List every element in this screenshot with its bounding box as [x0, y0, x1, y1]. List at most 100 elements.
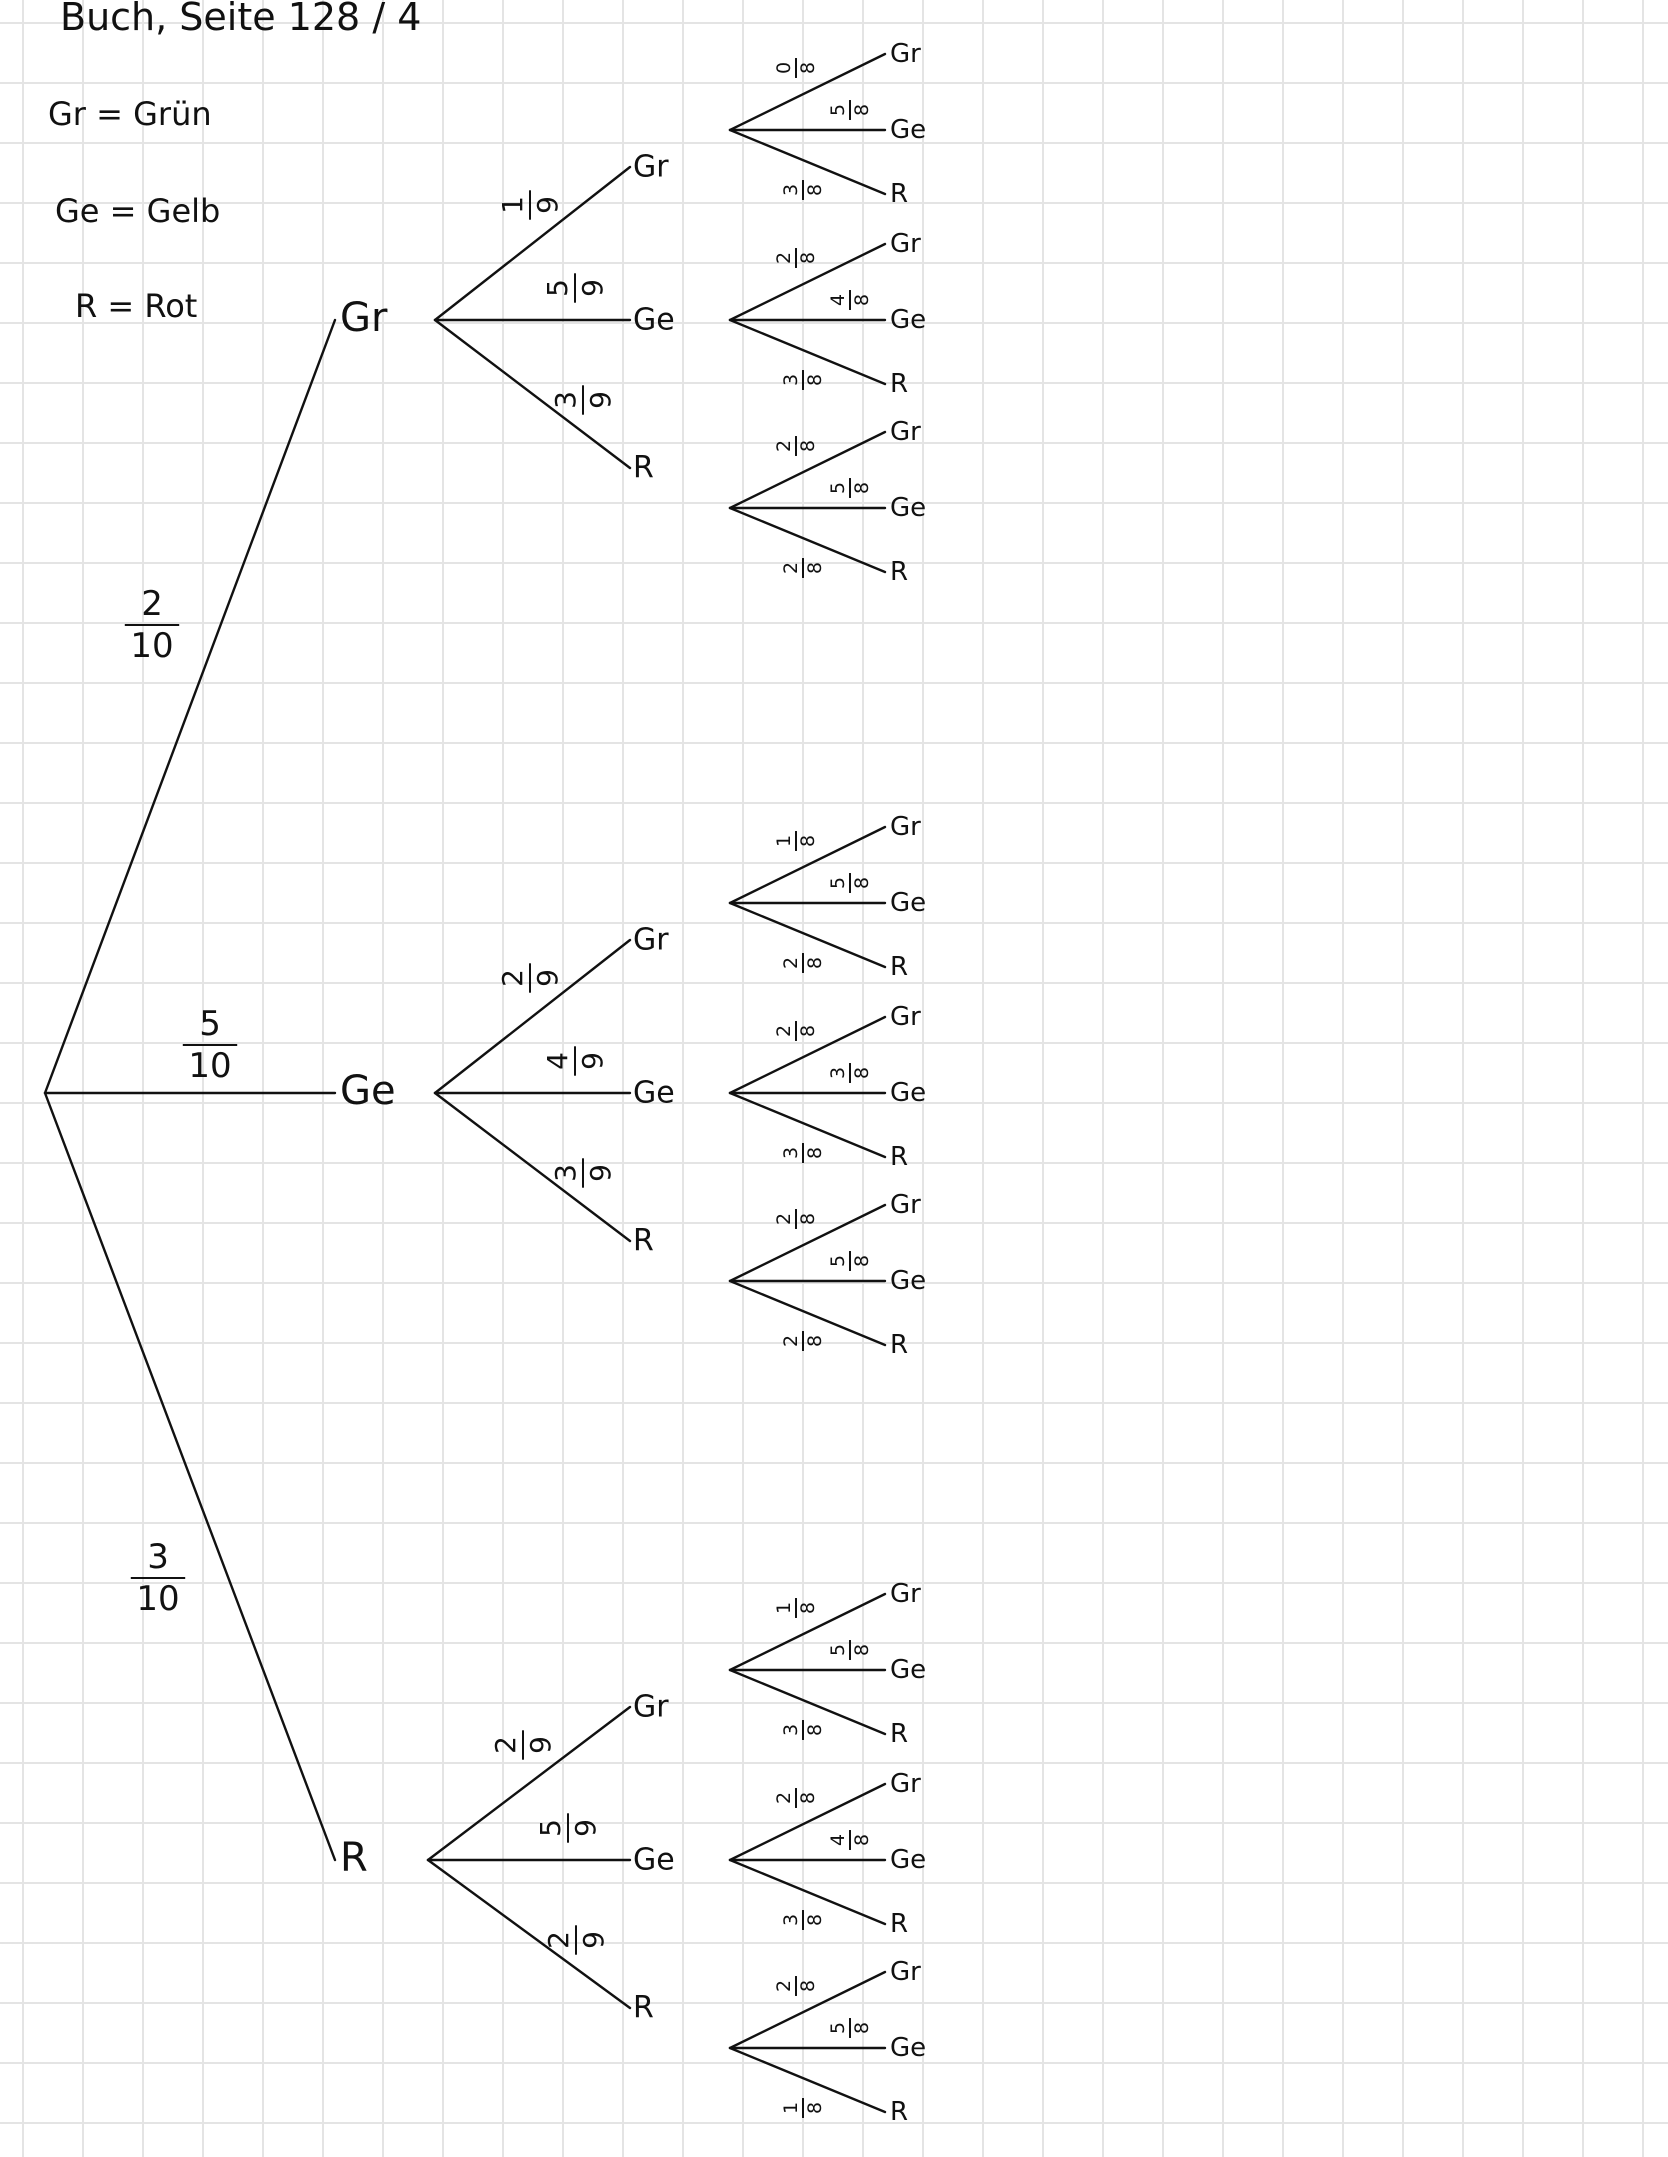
node-level2-r: R [633, 451, 654, 486]
fraction-numerator: 4 [827, 294, 849, 306]
branch-level2-r-r [426, 1858, 632, 2010]
fraction-denominator: 8 [804, 1335, 826, 1347]
fraction-numerator: 1 [773, 1602, 795, 1614]
fraction-numerator: 3 [549, 1164, 582, 1182]
header: Buch, Seite 128 / 4 [60, 0, 421, 39]
node-level3-ge: Ge [890, 888, 926, 918]
fraction-numerator: 3 [780, 374, 802, 386]
fraction-numerator: 2 [780, 1335, 802, 1347]
fraction-denominator: 9 [576, 279, 609, 297]
node-level2-gr: Gr [633, 923, 669, 958]
fraction-denominator: 9 [577, 1931, 610, 1949]
node-level3-gr: Gr [890, 1957, 921, 1987]
page-title: Buch, Seite 128 / 4 [60, 0, 421, 39]
node-level3-ge: Ge [890, 1266, 926, 1296]
fraction-numerator: 2 [773, 1980, 795, 1992]
fraction-denominator: 8 [797, 1213, 819, 1225]
node-level3-gr: Gr [890, 417, 921, 447]
node-level3-gr: Gr [890, 39, 921, 69]
node-level3-r: R [890, 2097, 908, 2127]
branch-level3-r-r [728, 506, 887, 574]
node-level2-r: R [633, 1991, 654, 2026]
fraction-numerator: 3 [827, 1067, 849, 1079]
branch-level3-r-r [728, 1279, 887, 1347]
fraction-numerator: 2 [773, 1213, 795, 1225]
fraction-denominator: 8 [797, 835, 819, 847]
branch-level3-gr-gr [728, 825, 887, 905]
node-level3-ge: Ge [890, 305, 926, 335]
fraction-denominator: 8 [851, 482, 873, 494]
fraction-numerator: 2 [780, 957, 802, 969]
branch-level3-ge-gr [728, 1015, 887, 1095]
node-level3-ge: Ge [890, 493, 926, 523]
fraction-numerator: 3 [780, 1147, 802, 1159]
fraction-numerator: 2 [773, 252, 795, 264]
branch-level3-r-gr [728, 430, 887, 510]
node-level2-ge: Ge [633, 303, 675, 338]
branch-level3-gr-r [728, 1668, 887, 1736]
branch-level2-ge-r [433, 1091, 632, 1243]
legend: Gr = Grün Ge = Gelb R = Rot [48, 95, 220, 325]
branch-level2-gr-gr [433, 165, 632, 322]
branch-level3-gr-gr [728, 1592, 887, 1672]
branch-level3-r-gr [728, 1970, 887, 2050]
node-level1-gr: Gr [340, 295, 388, 341]
fraction-denominator: 8 [804, 1724, 826, 1736]
fraction-numerator: 5 [827, 1255, 849, 1267]
fraction-numerator: 5 [827, 482, 849, 494]
branch-level3-gr-gr [728, 52, 887, 132]
probability-level1-ge: 510 [182, 1004, 238, 1086]
node-level3-ge: Ge [890, 1845, 926, 1875]
probability-level1-gr: 210 [124, 584, 180, 666]
node-level3-r: R [890, 1909, 908, 1939]
fraction-numerator: 5 [827, 877, 849, 889]
fraction-denominator: 8 [804, 957, 826, 969]
fraction-denominator: 8 [851, 1644, 873, 1656]
fraction-numerator: 2 [780, 562, 802, 574]
node-level3-r: R [890, 179, 908, 209]
fraction-numerator: 2 [773, 440, 795, 452]
legend-item-yellow: Ge = Gelb [55, 192, 220, 230]
node-level3-ge: Ge [890, 1078, 926, 1108]
fraction-denominator: 9 [531, 969, 564, 987]
fraction-denominator: 8 [851, 1255, 873, 1267]
fraction-denominator: 10 [130, 626, 173, 666]
fraction-numerator: 2 [489, 1736, 522, 1754]
node-level3-ge: Ge [890, 115, 926, 145]
fraction-denominator: 8 [851, 877, 873, 889]
fraction-numerator: 5 [827, 2022, 849, 2034]
fraction-numerator: 4 [541, 1052, 574, 1070]
fraction-denominator: 8 [804, 1914, 826, 1926]
fraction-denominator: 8 [851, 294, 873, 306]
node-level2-ge: Ge [633, 1843, 675, 1878]
fraction-denominator: 9 [569, 1819, 602, 1837]
legend-item-red: R = Rot [75, 287, 197, 325]
fraction-denominator: 8 [851, 104, 873, 116]
fraction-denominator: 8 [797, 1980, 819, 1992]
node-level3-r: R [890, 952, 908, 982]
fraction-denominator: 9 [584, 1164, 617, 1182]
